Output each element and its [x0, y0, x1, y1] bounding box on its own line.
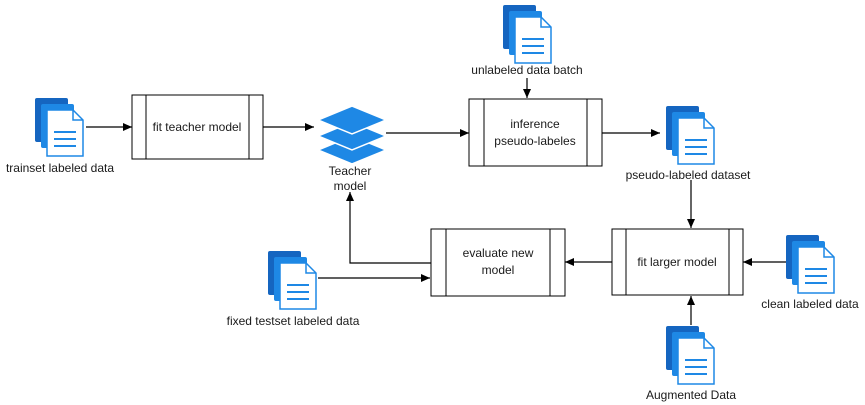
data-source-augmented: Augmented Data [646, 326, 736, 402]
process-label: fit teacher model [153, 120, 242, 134]
process-fit-teacher: fit teacher model [131, 94, 264, 160]
data-source-trainset: trainset labeled data [6, 98, 114, 175]
data-source-clean: clean labeled data [761, 235, 859, 311]
process-label-line-2: model [482, 263, 515, 277]
document-stack-icon [666, 326, 715, 385]
process-label-line-1: inference [510, 117, 560, 131]
data-source-pseudo-labeled: pseudo-labeled dataset [626, 106, 751, 182]
data-source-label: trainset labeled data [6, 161, 114, 175]
process-inference: inference pseudo-labeles [468, 98, 603, 167]
document-stack-icon [666, 106, 715, 165]
edge-evaluate-to-teacher [346, 192, 431, 264]
edges [86, 78, 786, 325]
document-stack-icon [503, 5, 552, 64]
process-evaluate: evaluate new model [430, 228, 566, 297]
document-stack-icon [35, 98, 84, 157]
teacher-label-line-2: model [334, 179, 367, 193]
stacked-layers-icon [316, 105, 388, 165]
document-stack-icon [268, 251, 317, 310]
teacher-label-line-1: Teacher [329, 164, 372, 178]
process-label-line-2: pseudo-labeles [494, 134, 575, 148]
teacher-model-node: Teacher model [316, 105, 388, 193]
data-source-unlabeled: unlabeled data batch [471, 5, 583, 77]
data-source-label: Augmented Data [646, 388, 736, 402]
process-fit-larger: fit larger model [611, 228, 744, 296]
data-source-label: fixed testset labeled data [227, 314, 360, 328]
data-source-testset: fixed testset labeled data [227, 251, 360, 328]
data-source-label: clean labeled data [761, 297, 859, 311]
data-source-label: unlabeled data batch [471, 63, 582, 77]
document-stack-icon [786, 235, 835, 294]
process-label: fit larger model [637, 255, 716, 269]
data-source-label: pseudo-labeled dataset [626, 168, 751, 182]
process-label-line-1: evaluate new [463, 246, 534, 260]
